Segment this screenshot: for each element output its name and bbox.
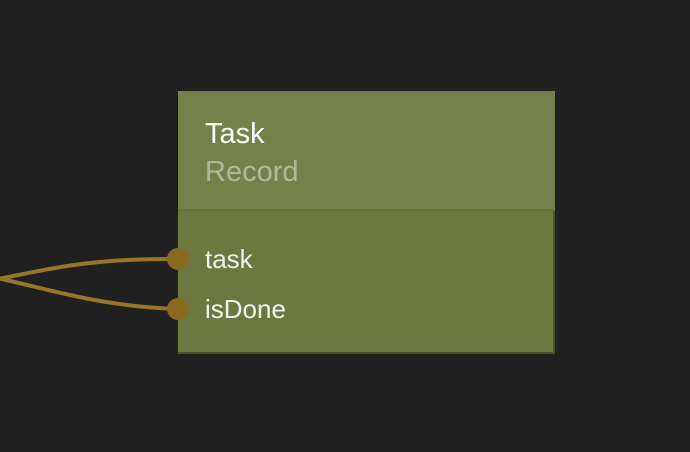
node-title: Task [205, 118, 265, 150]
input-port-task-icon[interactable] [167, 248, 189, 270]
node-body: task isDone [167, 211, 555, 334]
input-row-task: task [167, 234, 555, 284]
input-port-isdone-icon[interactable] [167, 298, 189, 320]
connection-wire-isdone[interactable] [0, 272, 180, 311]
input-label-task: task [205, 243, 253, 274]
node-type-label: Record [205, 156, 299, 188]
node-task[interactable]: Task Record task isDone [167, 91, 555, 354]
node-header[interactable]: Task Record [178, 91, 555, 211]
input-row-isdone: isDone [167, 284, 555, 334]
connection-wire-task[interactable] [0, 256, 180, 284]
input-label-isdone: isDone [205, 293, 286, 324]
